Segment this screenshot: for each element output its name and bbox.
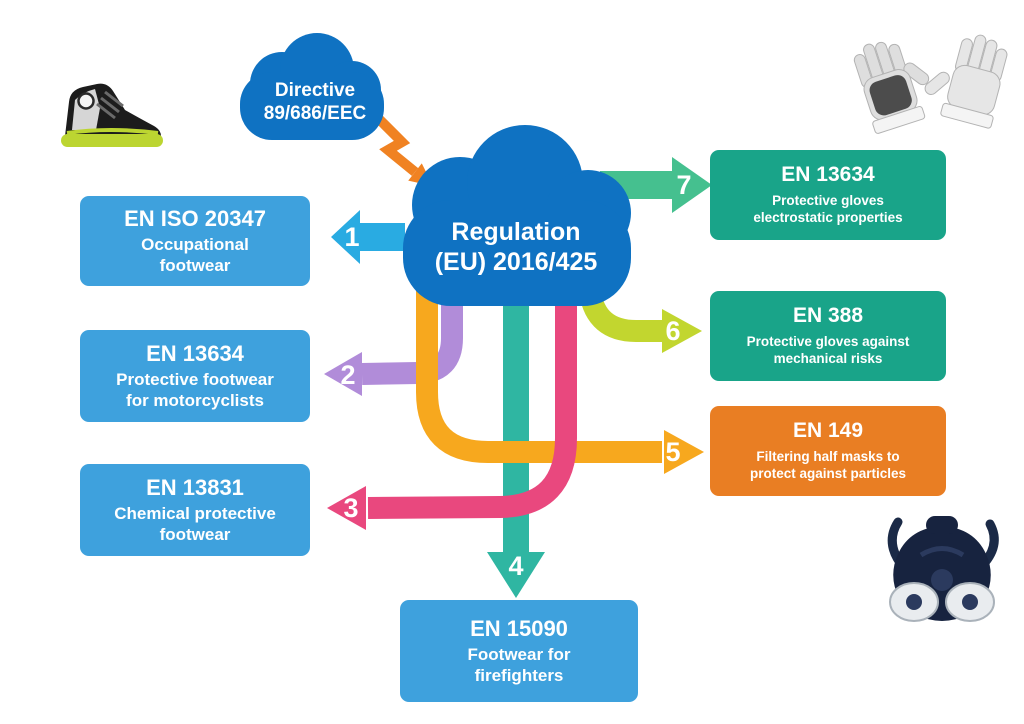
zigzag-line xyxy=(374,114,419,176)
arrow-3 xyxy=(327,290,577,530)
arrow-6-head xyxy=(662,309,702,353)
arrow-5-band xyxy=(416,290,662,463)
standard-box-en-149: EN 149 Filtering half masks to protect a… xyxy=(710,406,946,496)
glove-cuff xyxy=(940,102,994,129)
arrow-4-number: 4 xyxy=(508,551,523,581)
arrow-5-head xyxy=(664,430,704,474)
standard-box-en-388: EN 388 Protective gloves against mechani… xyxy=(710,291,946,381)
standard-subtitle: Filtering half masks to protect against … xyxy=(749,448,907,482)
arrow-1-shape xyxy=(331,210,405,264)
standard-box-en-13634-gloves: EN 13634 Protective gloves electrostatic… xyxy=(710,150,946,240)
shoe-trim xyxy=(66,128,159,135)
shoe-laces xyxy=(96,90,124,120)
glove-cuff xyxy=(872,106,926,134)
directive-cloud-label-line2: 89/686/EEC xyxy=(264,103,367,124)
protective-gloves-image xyxy=(853,34,1008,134)
shoe-sole xyxy=(61,134,163,147)
arrow-1 xyxy=(331,210,405,264)
arrow-6 xyxy=(579,289,702,353)
regulation-cloud xyxy=(403,125,631,306)
standard-box-en-13634-footwear: EN 13634 Protective footwear for motorcy… xyxy=(80,330,310,422)
standard-subtitle: Protective gloves electrostatic properti… xyxy=(753,192,903,226)
mask-nose-piece xyxy=(926,516,958,534)
arrow-3-number: 3 xyxy=(343,493,358,523)
safety-shoe-image xyxy=(61,83,163,147)
glove-right xyxy=(924,34,1008,129)
regulation-cloud-part xyxy=(403,200,631,306)
standard-title: EN 13634 xyxy=(781,163,875,187)
standard-subtitle: Protective footwear for motorcyclists xyxy=(116,369,274,410)
mask-filter-cap-right xyxy=(962,594,978,610)
standard-box-en-13831: EN 13831 Chemical protective footwear xyxy=(80,464,310,556)
arrow-5 xyxy=(416,290,704,474)
directive-cloud xyxy=(240,33,384,140)
directive-cloud-label-line1: Directive xyxy=(275,80,355,101)
standard-title: EN ISO 20347 xyxy=(124,205,266,231)
arrow-2-head xyxy=(324,352,362,396)
standard-subtitle: Occupational footwear xyxy=(141,234,249,275)
arrow-6-number: 6 xyxy=(665,316,680,346)
regulation-cloud-label-line2: (EU) 2016/425 xyxy=(435,248,598,276)
standard-title: EN 13634 xyxy=(146,340,244,366)
standard-subtitle: Protective gloves against mechanical ris… xyxy=(746,333,910,367)
mask-filter-cap-left xyxy=(906,594,922,610)
directive-cloud-part xyxy=(240,72,384,140)
standard-box-en-iso-20347: EN ISO 20347 Occupational footwear xyxy=(80,196,310,286)
glove-coating xyxy=(869,75,912,116)
standard-title: EN 388 xyxy=(792,304,864,328)
standard-title: EN 149 xyxy=(792,419,864,443)
glove-thumb xyxy=(903,62,930,86)
standard-subtitle: Chemical protective footwear xyxy=(114,503,276,544)
arrow-2-number: 2 xyxy=(340,360,355,390)
standard-box-en-15090: EN 15090 Footwear for firefighters xyxy=(400,600,638,702)
regulation-cloud-label-line1: Regulation xyxy=(451,218,580,246)
respirator-mask-image xyxy=(887,516,999,622)
glove-left xyxy=(853,41,930,134)
arrow-3-band xyxy=(367,290,577,519)
standard-title: EN 13831 xyxy=(146,474,244,500)
glove-thumb xyxy=(924,71,950,95)
standard-title: EN 15090 xyxy=(470,615,568,641)
standard-subtitle: Footwear for firefighters xyxy=(467,644,571,685)
arrow-3-head xyxy=(327,486,366,530)
mask-valve xyxy=(931,569,953,591)
arrow-1-number: 1 xyxy=(344,222,359,252)
shoe-logo xyxy=(77,92,95,110)
arrow-5-number: 5 xyxy=(665,437,680,467)
mask-seam xyxy=(919,546,965,558)
arrow-7-number: 7 xyxy=(676,170,691,200)
